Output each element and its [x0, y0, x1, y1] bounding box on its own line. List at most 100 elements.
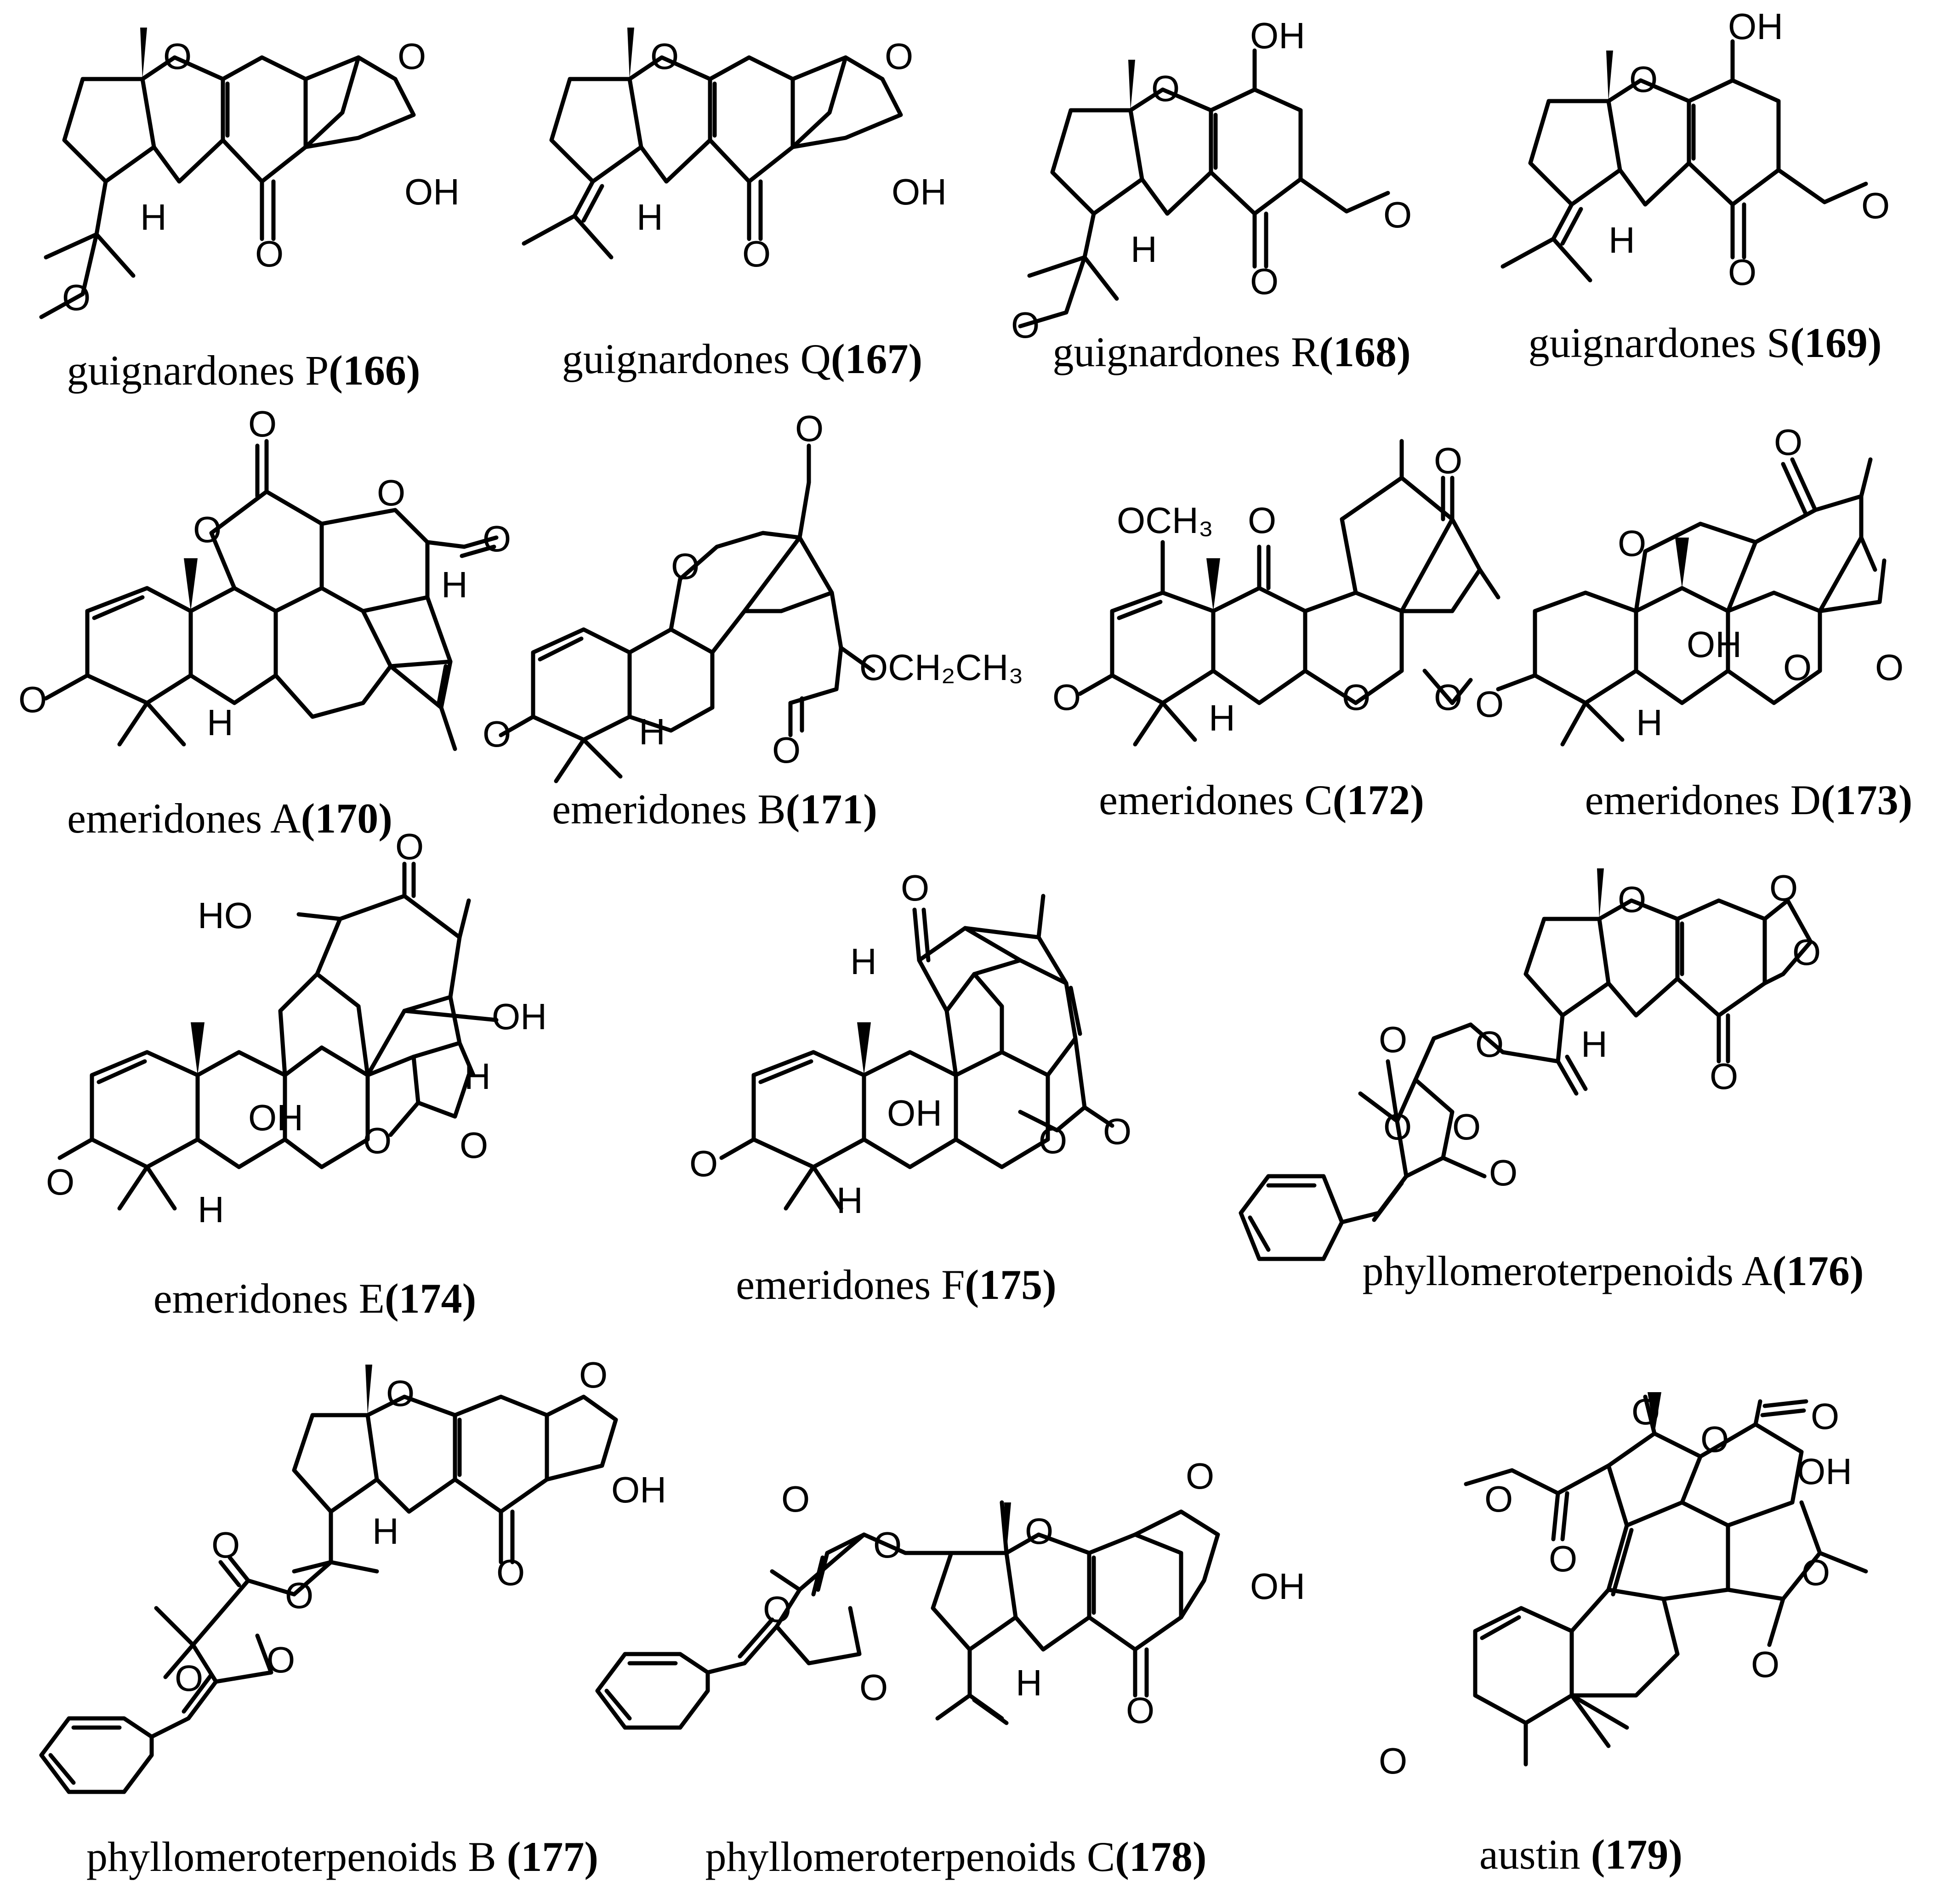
- compound-label-172: emeridones C(172): [1099, 779, 1424, 821]
- compound-label-168: guignardones R(168): [1052, 331, 1410, 373]
- compound-name: emeridones F: [736, 1261, 965, 1308]
- atom-label: O: [1792, 932, 1821, 973]
- compound-number: (167): [830, 335, 923, 382]
- atom-label: O: [1379, 1740, 1407, 1781]
- atom-label: O: [62, 277, 91, 318]
- atom-label: O: [689, 1143, 718, 1184]
- atom-label: H: [850, 941, 877, 982]
- compound-label-166: guignardones P(166): [67, 349, 420, 391]
- structure-178: O O O O OH O O O H: [595, 1456, 1305, 1731]
- atom-label: O: [781, 1479, 810, 1519]
- compound-label-167: guignardones Q(167): [562, 338, 922, 380]
- atom-label: O: [1751, 1644, 1779, 1685]
- atom-label: OH: [248, 1097, 303, 1138]
- atom-label: H: [441, 564, 468, 605]
- atom-label: O: [1802, 1552, 1830, 1593]
- atom-label: O: [175, 1658, 203, 1699]
- compound-label-178: phyllomeroterpenoids C(178): [705, 1836, 1206, 1878]
- compound-name: phyllomeroterpenoids A: [1362, 1247, 1773, 1294]
- atom-label: HO: [198, 895, 253, 936]
- atom-label: O: [1489, 1152, 1517, 1193]
- atom-label: OH: [1687, 624, 1742, 665]
- atom-label: OH: [1797, 1451, 1852, 1492]
- compound-name: emeridones D: [1585, 776, 1821, 823]
- compound-number: (178): [1115, 1833, 1207, 1880]
- atom-label: O: [395, 826, 424, 867]
- compound-number: (179): [1591, 1831, 1683, 1878]
- structure-173: O O OH O O O H: [1475, 422, 1904, 747]
- compound-label-174: emeridones E(174): [153, 1277, 477, 1320]
- atom-label: O: [255, 233, 284, 274]
- atom-label: H: [207, 702, 233, 743]
- atom-label: O: [1011, 305, 1040, 346]
- atom-label: O: [1549, 1538, 1577, 1579]
- structure-166: O O OH O H O: [39, 28, 460, 319]
- atom-label: H: [639, 711, 665, 752]
- atom-label: O: [1383, 1106, 1412, 1147]
- compound-name: guignardones Q: [562, 335, 831, 382]
- atom-label: O: [1618, 879, 1646, 920]
- atom-label: O: [1484, 1479, 1513, 1519]
- atom-label: OCH₂CH₃: [859, 647, 1023, 688]
- structure-172: OCH₃ O O O O H O: [1052, 439, 1500, 747]
- atom-label: O: [795, 408, 824, 449]
- compound-name: phyllomeroterpenoids C: [705, 1833, 1115, 1880]
- structure-167: O O OH O H: [522, 28, 947, 274]
- compound-number: (168): [1319, 329, 1411, 375]
- structure-176: O O O H O O O O O O: [1239, 867, 1821, 1261]
- atom-label: O: [1700, 1419, 1729, 1460]
- atom-label: O: [1710, 1056, 1738, 1097]
- atom-label: O: [763, 1589, 791, 1630]
- atom-label: H: [464, 1056, 491, 1097]
- atom-label: O: [248, 403, 277, 444]
- compound-name: emeridones C: [1099, 776, 1333, 823]
- compound-number: (170): [301, 795, 392, 842]
- atom-label: O: [1250, 261, 1279, 302]
- compound-name: emeridones E: [153, 1275, 385, 1322]
- structure-179: O O O OH O O O O O: [1379, 1391, 1868, 1781]
- atom-label: OH: [492, 996, 547, 1037]
- compound-number: (169): [1790, 319, 1882, 366]
- atom-label: O: [671, 546, 699, 587]
- compound-number: (175): [965, 1261, 1057, 1308]
- atom-label: O: [1103, 1111, 1131, 1152]
- atom-label: O: [483, 714, 511, 754]
- compound-label-173: emeridones D(173): [1585, 779, 1913, 821]
- atom-label: O: [1342, 677, 1370, 718]
- compound-label-179: austin (179): [1479, 1833, 1682, 1876]
- compound-label-177: phyllomeroterpenoids B (177): [86, 1836, 598, 1878]
- atom-label: O: [1248, 500, 1276, 541]
- atom-label: O: [1618, 523, 1646, 564]
- atom-label: O: [579, 1354, 608, 1395]
- atom-label: O: [1475, 684, 1504, 725]
- atom-label: O: [1475, 1024, 1504, 1065]
- atom-label: O: [1728, 252, 1756, 293]
- atom-label: O: [1434, 440, 1462, 481]
- atom-label: O: [1025, 1511, 1053, 1552]
- atom-label: O: [1861, 185, 1890, 226]
- structure-169: OH O O O H: [1500, 6, 1890, 293]
- atom-label: O: [163, 36, 192, 77]
- compound-name: guignardones R: [1052, 329, 1319, 375]
- atom-label: O: [1631, 1391, 1660, 1432]
- atom-label: O: [1186, 1456, 1214, 1496]
- structure-170: O O O O H O H: [18, 403, 511, 751]
- atom-label: OH: [887, 1093, 942, 1133]
- atom-label: OH: [1250, 15, 1305, 56]
- atom-label: O: [211, 1524, 240, 1565]
- atom-label: OH: [1250, 1566, 1305, 1607]
- atom-label: H: [140, 197, 167, 238]
- compound-name: emeridones A: [67, 795, 301, 842]
- atom-label: O: [1379, 1019, 1407, 1060]
- structure-175: O H OH O O O H: [689, 867, 1131, 1221]
- atom-label: H: [637, 197, 663, 238]
- atom-label: OH: [404, 171, 460, 212]
- atom-label: O: [1875, 647, 1904, 688]
- atom-label: O: [742, 233, 771, 274]
- atom-label: O: [859, 1667, 888, 1708]
- atom-label: H: [372, 1511, 399, 1552]
- atom-label: H: [1016, 1662, 1042, 1703]
- atom-label: O: [1052, 677, 1081, 718]
- atom-label: H: [1581, 1024, 1608, 1065]
